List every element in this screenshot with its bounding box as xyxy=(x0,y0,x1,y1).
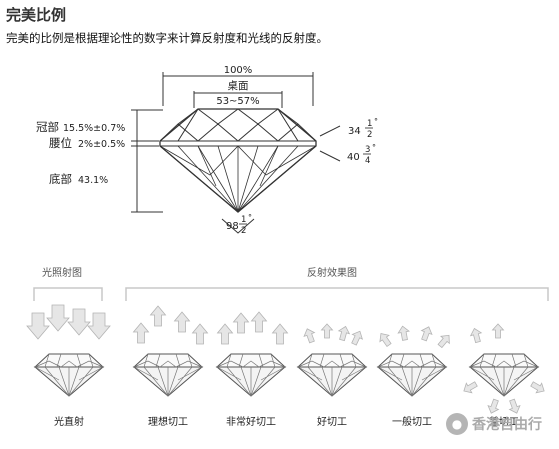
section-brackets xyxy=(33,287,549,301)
page-title: 完美比例 xyxy=(6,6,67,24)
girdle-value: 2%±0.5% xyxy=(78,139,125,150)
chat-bubble-icon: ● xyxy=(446,413,468,435)
culet-angle: 98 1 2 ° xyxy=(226,213,252,236)
reflection-header: 反射效果图 xyxy=(307,266,357,279)
girdle-label: 腰位 xyxy=(49,136,72,150)
gem-label-fair: 一般切工 xyxy=(392,415,432,428)
gem-ideal xyxy=(133,305,208,397)
total-width-label: 100% xyxy=(224,65,253,76)
page-subtitle: 完美的比例是根据理论性的数字来计算反射度和光线的反射度。 xyxy=(6,31,328,45)
crown-angle: 34 1 2 ° xyxy=(348,117,378,140)
svg-text:°: ° xyxy=(374,117,378,126)
gem-very-good xyxy=(216,311,288,397)
crown-label: 冠部 xyxy=(36,120,59,134)
gem-fair xyxy=(376,324,454,397)
crown-height-label: 冠部 15.5%±0.7% xyxy=(36,120,125,134)
table-dimension: 桌面 53~57% xyxy=(193,79,283,108)
gem-label-poor: 差切工 xyxy=(489,415,519,428)
gem-label-ideal: 理想切工 xyxy=(148,415,188,428)
incident-light-header: 光照射图 xyxy=(42,266,82,279)
table-range: 53~57% xyxy=(216,96,259,107)
svg-text:1: 1 xyxy=(367,119,372,129)
pavilion-angle: 40 3 4 ° xyxy=(347,143,376,166)
svg-text:98: 98 xyxy=(226,221,239,232)
gem-incident xyxy=(26,304,111,397)
table-label: 桌面 xyxy=(228,79,249,92)
svg-text:3: 3 xyxy=(365,145,370,155)
gem-poor xyxy=(460,323,548,416)
height-dimensions xyxy=(131,109,163,213)
total-width-dimension: 100% xyxy=(162,65,314,106)
angle-guides xyxy=(221,125,341,234)
svg-text:4: 4 xyxy=(365,156,370,166)
svg-text:1: 1 xyxy=(241,215,246,225)
pavilion-label: 底部 xyxy=(49,172,72,186)
svg-text:2: 2 xyxy=(367,130,372,140)
gem-good xyxy=(297,323,367,397)
gem-label-good: 好切工 xyxy=(317,416,347,428)
crown-value: 15.5%±0.7% xyxy=(63,123,125,134)
gem-label-very-good: 非常好切工 xyxy=(226,415,276,428)
diamond-side-view xyxy=(159,108,317,213)
girdle-thickness-label: 腰位 2%±0.5% xyxy=(49,136,125,150)
pavilion-depth-label: 底部 43.1% xyxy=(49,172,108,186)
svg-text:34: 34 xyxy=(348,126,361,137)
gem-label-incident: 光直射 xyxy=(54,415,84,428)
svg-text:°: ° xyxy=(372,143,376,152)
svg-text:40: 40 xyxy=(347,152,360,163)
watermark-text: 香港自由行 xyxy=(472,417,542,433)
svg-text:°: ° xyxy=(248,213,252,222)
pavilion-value: 43.1% xyxy=(78,175,108,186)
svg-text:2: 2 xyxy=(241,226,246,236)
